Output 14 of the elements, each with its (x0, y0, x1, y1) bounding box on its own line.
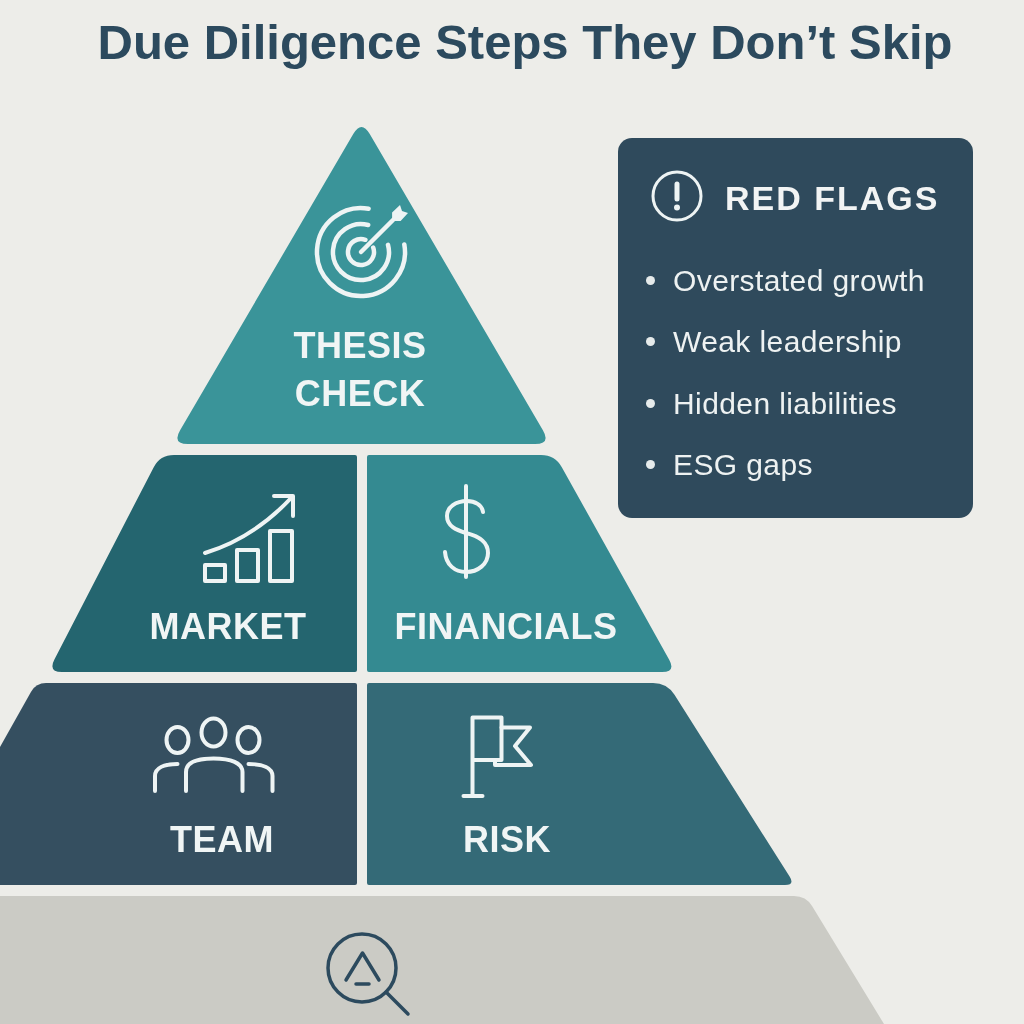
tier-label: MARKET (149, 605, 307, 649)
list-item: Overstated growth (673, 263, 925, 299)
tier-label: TEAM (170, 818, 274, 862)
callout-card (618, 138, 973, 518)
tier-label: RISK (463, 818, 551, 862)
tier-label: FINANCIALS (394, 605, 618, 649)
list-item: Weak leadership (673, 324, 902, 361)
list-item: ESG gaps (673, 446, 813, 483)
pyramid-tier (0, 896, 884, 1024)
list-item: Hidden liabilities (673, 385, 897, 422)
diagram-title: Due Diligence Steps They Don’t Skip (97, 14, 953, 70)
card-heading: RED FLAGS (725, 178, 940, 219)
pyramid-tier (0, 683, 357, 885)
tier-label: THESIS CHECK (292, 324, 428, 416)
